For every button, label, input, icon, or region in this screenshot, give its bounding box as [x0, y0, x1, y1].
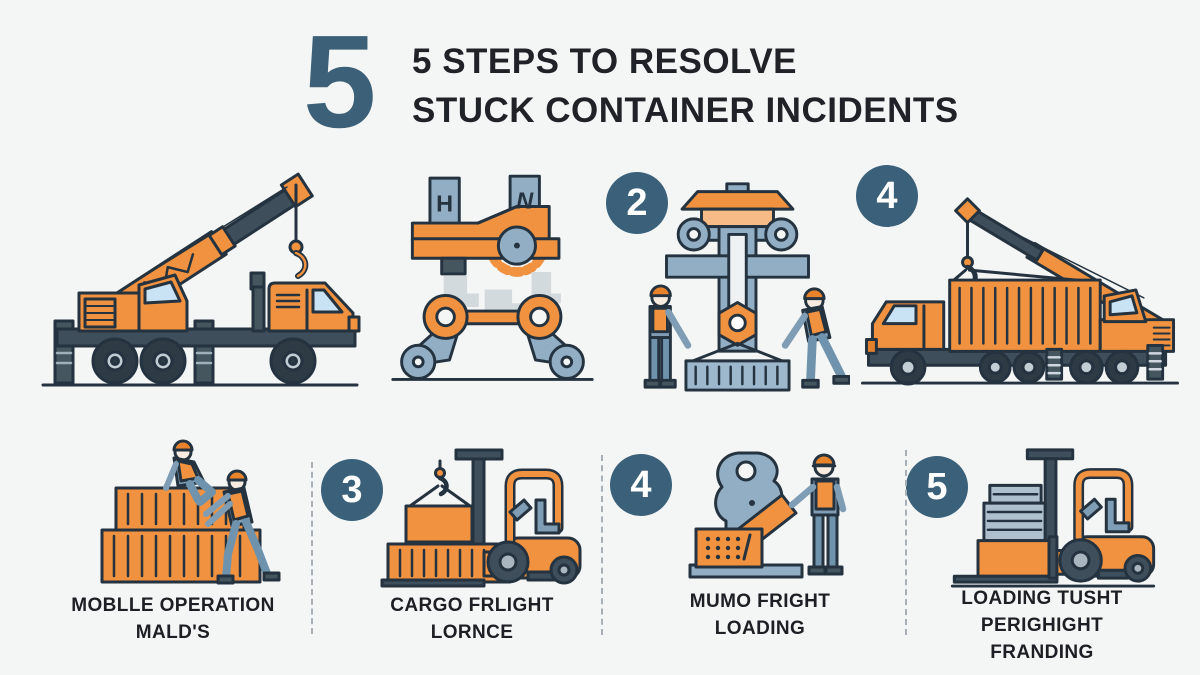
caption-step-3-line-1: MUMO FRIGHT [689, 591, 831, 612]
hoisted-container-illustration [625, 178, 850, 392]
spreader-mechanism-icon: H N [391, 174, 594, 381]
forklift-lifting-illustration [378, 442, 583, 590]
title-line-2: STUCK CONTAINER INCIDENTS [412, 91, 959, 130]
caption-step-1-line-1: MOBLLE OPERATION [71, 595, 275, 616]
hook-station-illustration [672, 437, 857, 585]
hook-station-icon [688, 451, 847, 579]
machine-label-n: N [516, 187, 534, 213]
divider-2 [601, 455, 603, 635]
workers-stacking-illustration [80, 432, 295, 590]
forklift-pallets-illustration [945, 440, 1160, 590]
step-badge-2: 2 [606, 172, 668, 234]
caption-step-4: LOADING TUSHT PERIGHIGHT FRANDING [922, 585, 1162, 666]
step-badge-3: 3 [321, 459, 383, 521]
caption-step-4-line-1: LOADING TUSHT [961, 588, 1123, 609]
caption-step-2-line-2: LORNCE [430, 622, 514, 643]
crane-loading-truck-icon [861, 197, 1179, 386]
caption-step-1: MOBLLE OPERATION MALD'S [43, 592, 303, 646]
page-title: 5 STEPS TO RESOLVE STUCK CONTAINER INCID… [412, 42, 959, 131]
workers-stacking-icon [100, 439, 281, 585]
caption-step-3-line-2: LOADING [714, 618, 806, 639]
divider-1 [311, 462, 313, 634]
title-line-1: 5 STEPS TO RESOLVE [412, 42, 798, 81]
caption-step-3: MUMO FRIGHT LOADING [640, 588, 880, 642]
caption-step-1-line-2: MALD'S [135, 622, 211, 643]
mobile-crane-truck-icon [41, 172, 361, 387]
crane-loading-truck-illustration [855, 183, 1185, 391]
caption-step-2: CARGO FRLIGHT LORNCE [352, 592, 592, 646]
forklift-pallets-icon [950, 448, 1156, 588]
mobile-crane-truck-illustration [35, 143, 365, 393]
caption-step-4-line-3: FRANDING [990, 642, 1094, 663]
divider-3 [905, 450, 907, 635]
spreader-mechanism-illustration: H N [385, 150, 600, 390]
step-badge-5: 5 [906, 456, 968, 518]
big-number-5: 5 [303, 8, 376, 155]
step-badge-4-top: 4 [856, 165, 918, 227]
caption-step-2-line-1: CARGO FRLIGHT [390, 595, 554, 616]
hoisted-container-icon [643, 182, 850, 392]
machine-label-h: H [436, 190, 453, 216]
caption-step-4-line-2: PERIGHIGHT [980, 615, 1104, 636]
step-badge-4-bottom: 4 [610, 454, 672, 516]
forklift-lifting-icon [380, 448, 582, 588]
